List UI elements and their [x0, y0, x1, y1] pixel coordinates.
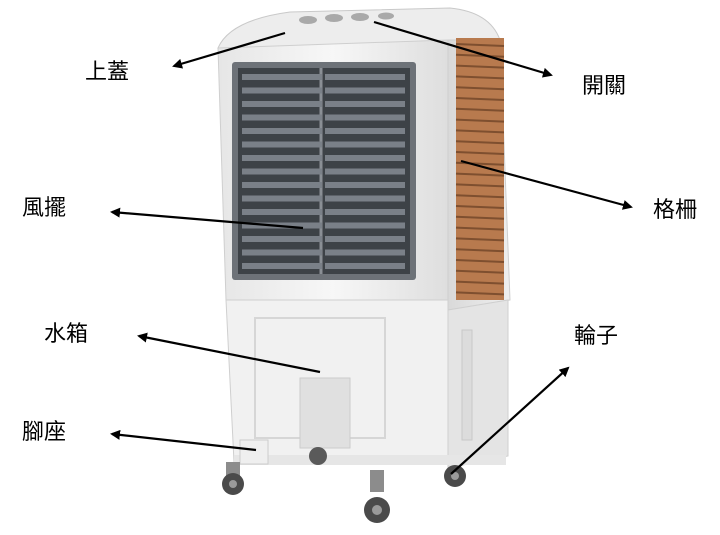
louver-slat-left [242, 87, 322, 94]
grille-slat [455, 107, 505, 112]
grille-slat [455, 64, 505, 69]
louver-slat-right [325, 222, 405, 229]
grille-slat [455, 194, 505, 199]
louver-slat-right [325, 155, 405, 161]
grille-slat [455, 248, 505, 253]
side-grille [455, 38, 505, 300]
louver-slat-left [242, 182, 322, 188]
louver-slat-left [242, 155, 322, 161]
louver-slat-left [242, 141, 322, 148]
arrow-foot-base [110, 429, 257, 452]
grille-slat [455, 172, 505, 177]
label-water-tank: 水箱 [44, 322, 89, 347]
wheel-back-right [444, 465, 466, 487]
grille-slat [455, 280, 505, 285]
label-grille: 格柵 [653, 198, 698, 223]
grille-slat [455, 75, 505, 80]
louver-slat-right [325, 128, 405, 134]
louver-slat-right [325, 114, 405, 121]
grille-slat [455, 259, 505, 263]
label-switch: 開關 [582, 74, 627, 99]
louver-slat-right [325, 74, 405, 80]
wheel-front-left [222, 462, 244, 495]
arrow-water-tank [137, 332, 321, 374]
tank-window [299, 377, 351, 449]
grille-slat [455, 226, 505, 231]
wheel-front-right [364, 470, 390, 523]
grille-slat [455, 86, 505, 91]
louver-slat-right [325, 182, 405, 188]
louver-slat-left [242, 195, 322, 202]
grille-slat [455, 129, 505, 134]
louver-slat-right [325, 168, 405, 175]
louver-slat-left [242, 236, 322, 242]
louver-slat-right [325, 87, 405, 94]
louver-slat-left [242, 128, 322, 134]
grille-slat [455, 215, 505, 220]
louver-slat-right [325, 263, 405, 269]
arrow-louver [110, 207, 304, 230]
louver-slat-left [242, 209, 322, 215]
louver-slat-left [242, 168, 322, 175]
louver-slat-left [242, 249, 322, 256]
arrow-wheel [450, 366, 570, 475]
grille-slat [455, 151, 505, 155]
water-tank-side [447, 299, 509, 469]
louver-slat-left [242, 114, 322, 121]
grille-slat [455, 183, 505, 188]
louver-slat-left [242, 101, 322, 107]
arrow-switch [373, 20, 553, 78]
tank-side-slot [461, 329, 473, 441]
louver-slat-right [325, 101, 405, 107]
grille-slat [455, 269, 505, 274]
grille-slat [455, 161, 505, 166]
label-top-cover: 上蓋 [85, 60, 130, 85]
louver-slat-right [325, 195, 405, 202]
grille-slat [455, 118, 505, 123]
grille-slat [455, 291, 505, 296]
label-wheel: 輪子 [574, 324, 619, 349]
arrow-grille [460, 159, 633, 210]
louver-slat-right [325, 236, 405, 242]
louver-slat-right [325, 141, 405, 148]
louver-panel [232, 62, 416, 280]
louver-slat-right [325, 209, 405, 215]
grille-slat [455, 53, 505, 58]
louver-slat-right [325, 249, 405, 256]
grille-slat [455, 205, 505, 209]
wheel-back-left [309, 447, 327, 465]
grille-slat [455, 97, 505, 101]
grille-slat [455, 237, 505, 242]
arrow-top-cover [172, 31, 286, 69]
label-louver: 風擺 [22, 196, 67, 221]
grille-slat [455, 43, 505, 47]
louver-slat-left [242, 263, 322, 269]
switch-panel [299, 12, 394, 24]
grille-slat [455, 140, 505, 145]
base-strip [234, 455, 506, 465]
label-foot-base: 腳座 [22, 420, 67, 445]
foot-base-left [239, 439, 269, 465]
louver-slat-left [242, 74, 322, 80]
